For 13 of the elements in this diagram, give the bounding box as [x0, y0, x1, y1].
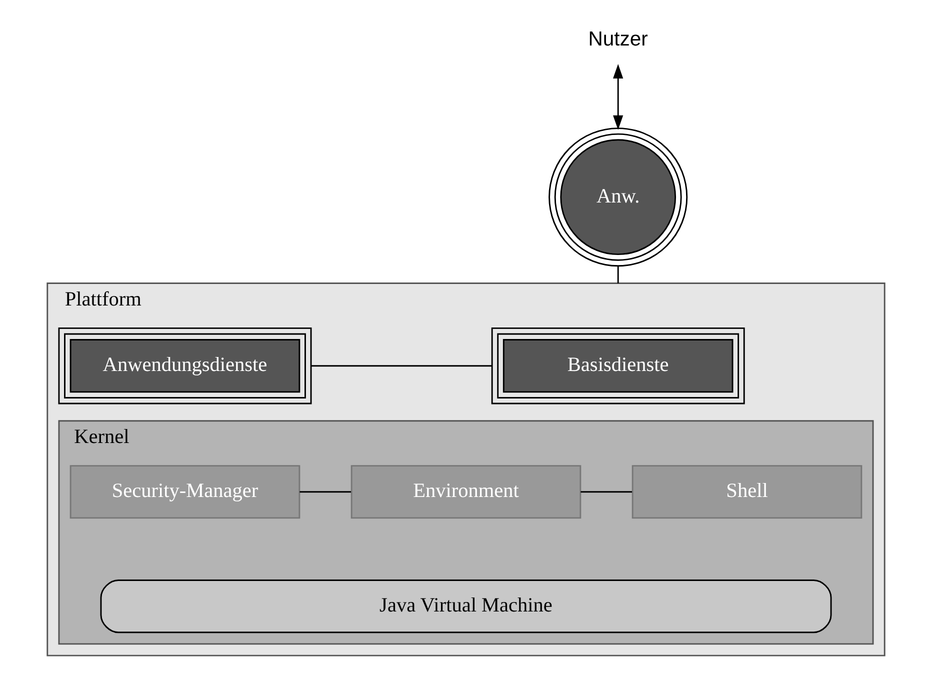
connector [580, 491, 632, 493]
node-circle: Anw. [548, 128, 688, 267]
connector [310, 365, 492, 367]
node-text: Nutzer [588, 28, 648, 50]
node-box: Anwendungsdienste [58, 327, 312, 404]
node-box: Java Virtual Machine [100, 580, 832, 634]
node-box: Shell [631, 465, 862, 519]
node-box: Security-Manager [69, 465, 300, 519]
node-box: Environment [350, 465, 581, 519]
node-box: Basisdienste [490, 327, 744, 404]
connector [616, 266, 618, 284]
connector [299, 491, 351, 493]
arrow [612, 64, 623, 130]
